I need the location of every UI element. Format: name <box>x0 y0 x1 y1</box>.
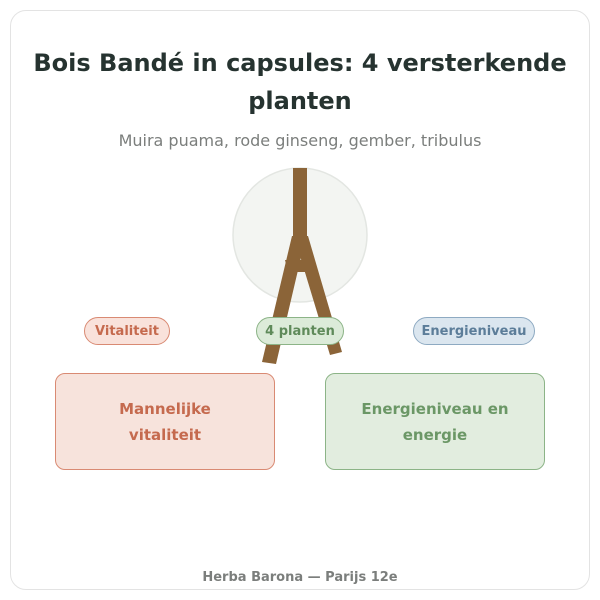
footer-text: Herba Barona — Parijs 12e <box>202 570 398 585</box>
vitality-label: Vitaliteit <box>84 317 170 345</box>
page-subtitle: Muira puama, rode ginseng, gember, tribu… <box>118 131 482 150</box>
energy-box-text: Energieniveau en energie <box>361 399 509 444</box>
energy-label: Energieniveau <box>413 317 535 345</box>
plants-label: 4 planten <box>256 317 344 345</box>
page-title: Bois Bandé in capsules: 4 versterkende p… <box>33 49 567 115</box>
vitality-box: Mannelijke vitaliteit <box>55 373 275 470</box>
vitality-box-text: Mannelijke vitaliteit <box>119 399 211 444</box>
energy-box: Energieniveau en energie <box>325 373 545 470</box>
